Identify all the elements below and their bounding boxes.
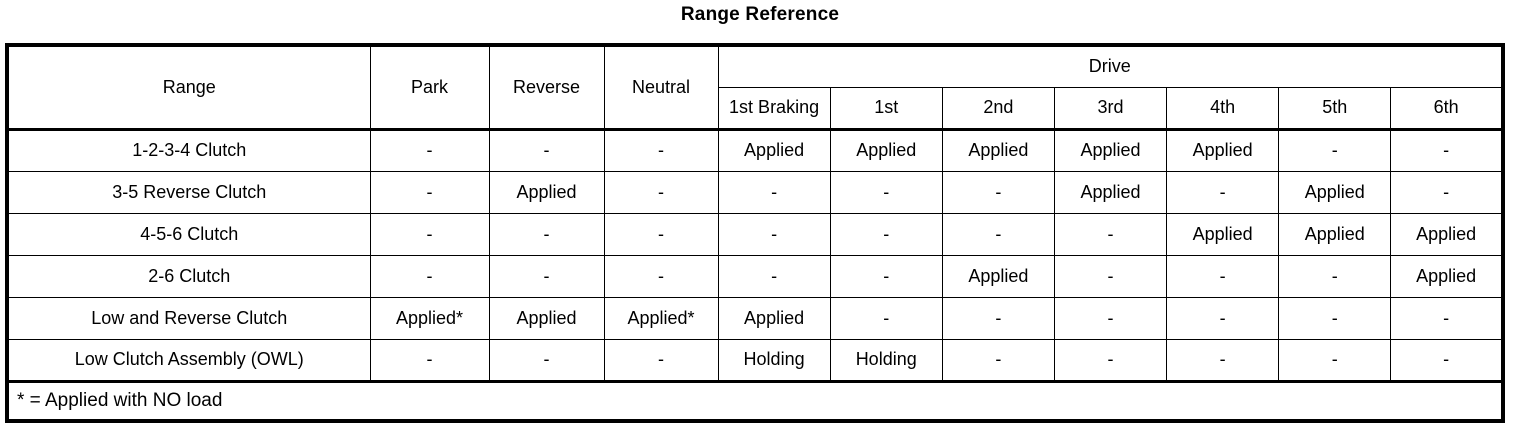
cell-drive-4: Applied: [1166, 212, 1280, 256]
column-header-drive-2nd: 2nd: [941, 86, 1055, 130]
column-header-drive-5th: 5th: [1278, 86, 1392, 130]
cell-drive-1: Applied: [829, 127, 943, 172]
cell-drive-5: -: [1278, 254, 1392, 298]
table-foot: * = Applied with NO load: [6, 379, 1504, 422]
cell-drive-0: -: [717, 212, 831, 256]
cell-drive-3: Applied: [1053, 127, 1168, 172]
cell-neutral: -: [603, 338, 719, 382]
cell-neutral: Applied*: [603, 296, 719, 340]
cell-drive-1: -: [829, 254, 943, 298]
cell-drive-5: -: [1278, 127, 1392, 172]
cell-drive-6: Applied: [1390, 254, 1504, 298]
row-label: 1-2-3-4 Clutch: [6, 127, 371, 172]
cell-drive-2: -: [941, 170, 1055, 214]
cell-drive-4: -: [1166, 170, 1280, 214]
cell-drive-1: -: [829, 170, 943, 214]
column-header-drive-group: Drive: [717, 44, 1504, 88]
row-label: Low and Reverse Clutch: [6, 296, 371, 340]
cell-drive-4: -: [1166, 338, 1280, 382]
cell-park: -: [369, 212, 490, 256]
column-header-reverse: Reverse: [488, 44, 605, 130]
row-label: 2-6 Clutch: [6, 254, 371, 298]
table-row: 3-5 Reverse Clutch-Applied----Applied-Ap…: [6, 170, 1504, 214]
row-label: Low Clutch Assembly (OWL): [6, 338, 371, 382]
cell-drive-6: -: [1390, 338, 1504, 382]
cell-drive-1: -: [829, 212, 943, 256]
column-header-park: Park: [369, 44, 490, 130]
cell-drive-4: Applied: [1166, 127, 1280, 172]
cell-park: -: [369, 254, 490, 298]
cell-drive-3: -: [1053, 296, 1168, 340]
cell-park: -: [369, 170, 490, 214]
cell-neutral: -: [603, 254, 719, 298]
cell-neutral: -: [603, 212, 719, 256]
cell-drive-3: -: [1053, 212, 1168, 256]
cell-drive-6: Applied: [1390, 212, 1504, 256]
cell-reverse: Applied: [488, 170, 605, 214]
cell-park: -: [369, 338, 490, 382]
cell-reverse: -: [488, 338, 605, 382]
cell-drive-4: -: [1166, 296, 1280, 340]
cell-drive-3: -: [1053, 338, 1168, 382]
cell-drive-6: -: [1390, 127, 1504, 172]
cell-neutral: -: [603, 170, 719, 214]
table-head: Range Park Reverse Neutral Drive 1st Bra…: [6, 44, 1504, 130]
cell-drive-6: -: [1390, 296, 1504, 340]
column-header-drive-4th: 4th: [1166, 86, 1280, 130]
cell-drive-0: -: [717, 254, 831, 298]
range-reference-table-wrap: Range Park Reverse Neutral Drive 1st Bra…: [5, 43, 1505, 423]
cell-drive-2: Applied: [941, 254, 1055, 298]
cell-drive-0: Holding: [717, 338, 831, 382]
cell-drive-2: -: [941, 296, 1055, 340]
column-header-drive-1st-braking: 1st Braking: [717, 86, 831, 130]
column-header-drive-6th: 6th: [1390, 86, 1504, 130]
column-header-range: Range: [6, 44, 371, 130]
cell-drive-5: Applied: [1278, 170, 1392, 214]
cell-reverse: Applied: [488, 296, 605, 340]
column-header-drive-3rd: 3rd: [1053, 86, 1168, 130]
range-reference-table: Range Park Reverse Neutral Drive 1st Bra…: [5, 43, 1505, 423]
cell-drive-2: -: [941, 338, 1055, 382]
page-title: Range Reference: [680, 4, 840, 25]
cell-reverse: -: [488, 212, 605, 256]
cell-drive-6: -: [1390, 170, 1504, 214]
cell-drive-0: Applied: [717, 127, 831, 172]
cell-drive-1: -: [829, 296, 943, 340]
column-header-drive-1st: 1st: [829, 86, 943, 130]
cell-drive-2: Applied: [941, 127, 1055, 172]
row-label: 3-5 Reverse Clutch: [6, 170, 371, 214]
table-row: 2-6 Clutch-----Applied---Applied: [6, 254, 1504, 298]
cell-drive-3: -: [1053, 254, 1168, 298]
footnote-text: * = Applied with NO load: [6, 379, 1504, 422]
cell-drive-3: Applied: [1053, 170, 1168, 214]
cell-reverse: -: [488, 254, 605, 298]
cell-drive-5: -: [1278, 296, 1392, 340]
cell-drive-0: Applied: [717, 296, 831, 340]
cell-drive-4: -: [1166, 254, 1280, 298]
header-row-top: Range Park Reverse Neutral Drive: [6, 44, 1504, 130]
cell-park: -: [369, 127, 490, 172]
cell-drive-5: Applied: [1278, 212, 1392, 256]
cell-drive-2: -: [941, 212, 1055, 256]
cell-neutral: -: [603, 127, 719, 172]
cell-drive-0: -: [717, 170, 831, 214]
row-label: 4-5-6 Clutch: [6, 212, 371, 256]
cell-drive-5: -: [1278, 338, 1392, 382]
column-header-neutral: Neutral: [603, 44, 719, 130]
cell-park: Applied*: [369, 296, 490, 340]
cell-drive-1: Holding: [829, 338, 943, 382]
footnote-row: * = Applied with NO load: [6, 379, 1504, 422]
cell-reverse: -: [488, 127, 605, 172]
